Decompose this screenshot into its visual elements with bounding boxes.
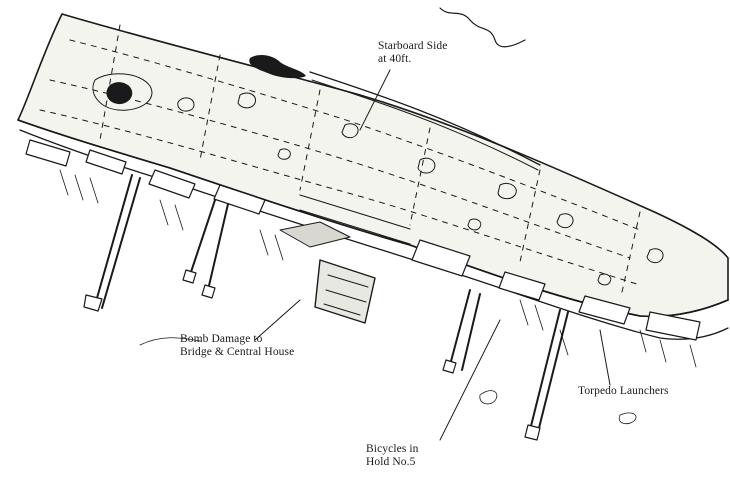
- label-starboard-line2: at 40ft.: [378, 53, 412, 65]
- label-torpedo-line1: Torpedo Launchers: [578, 385, 669, 397]
- deck-edge: [17, 119, 729, 318]
- label-bicycles-line1: Bicycles in: [366, 443, 419, 455]
- label-bomb-line1: Bomb Damage to: [180, 333, 263, 345]
- label-starboard-line1: Starboard Side: [378, 40, 448, 52]
- deck-housings: [25, 139, 701, 341]
- label-bicycles-hold: Bicycles in Hold No.5: [366, 443, 419, 469]
- leader-lines: [254, 69, 611, 441]
- label-starboard-side: Starboard Side at 40ft.: [378, 40, 447, 66]
- marine-growth: [92, 73, 664, 286]
- label-torpedo-launchers: Torpedo Launchers: [578, 385, 669, 398]
- mast-tops: [83, 269, 541, 441]
- masts: [94, 174, 569, 433]
- kelp: [439, 7, 526, 48]
- seabed: [59, 169, 697, 425]
- dark-growth: [106, 55, 306, 105]
- bridge-block: [314, 259, 376, 324]
- label-bomb-line2: Bridge & Central House: [180, 346, 295, 358]
- plate-seams: [39, 24, 641, 293]
- bilge-keel: [309, 71, 541, 166]
- label-bicycles-line2: Hold No.5: [366, 456, 416, 468]
- label-bomb-damage: Bomb Damage to Bridge & Central House: [180, 333, 294, 359]
